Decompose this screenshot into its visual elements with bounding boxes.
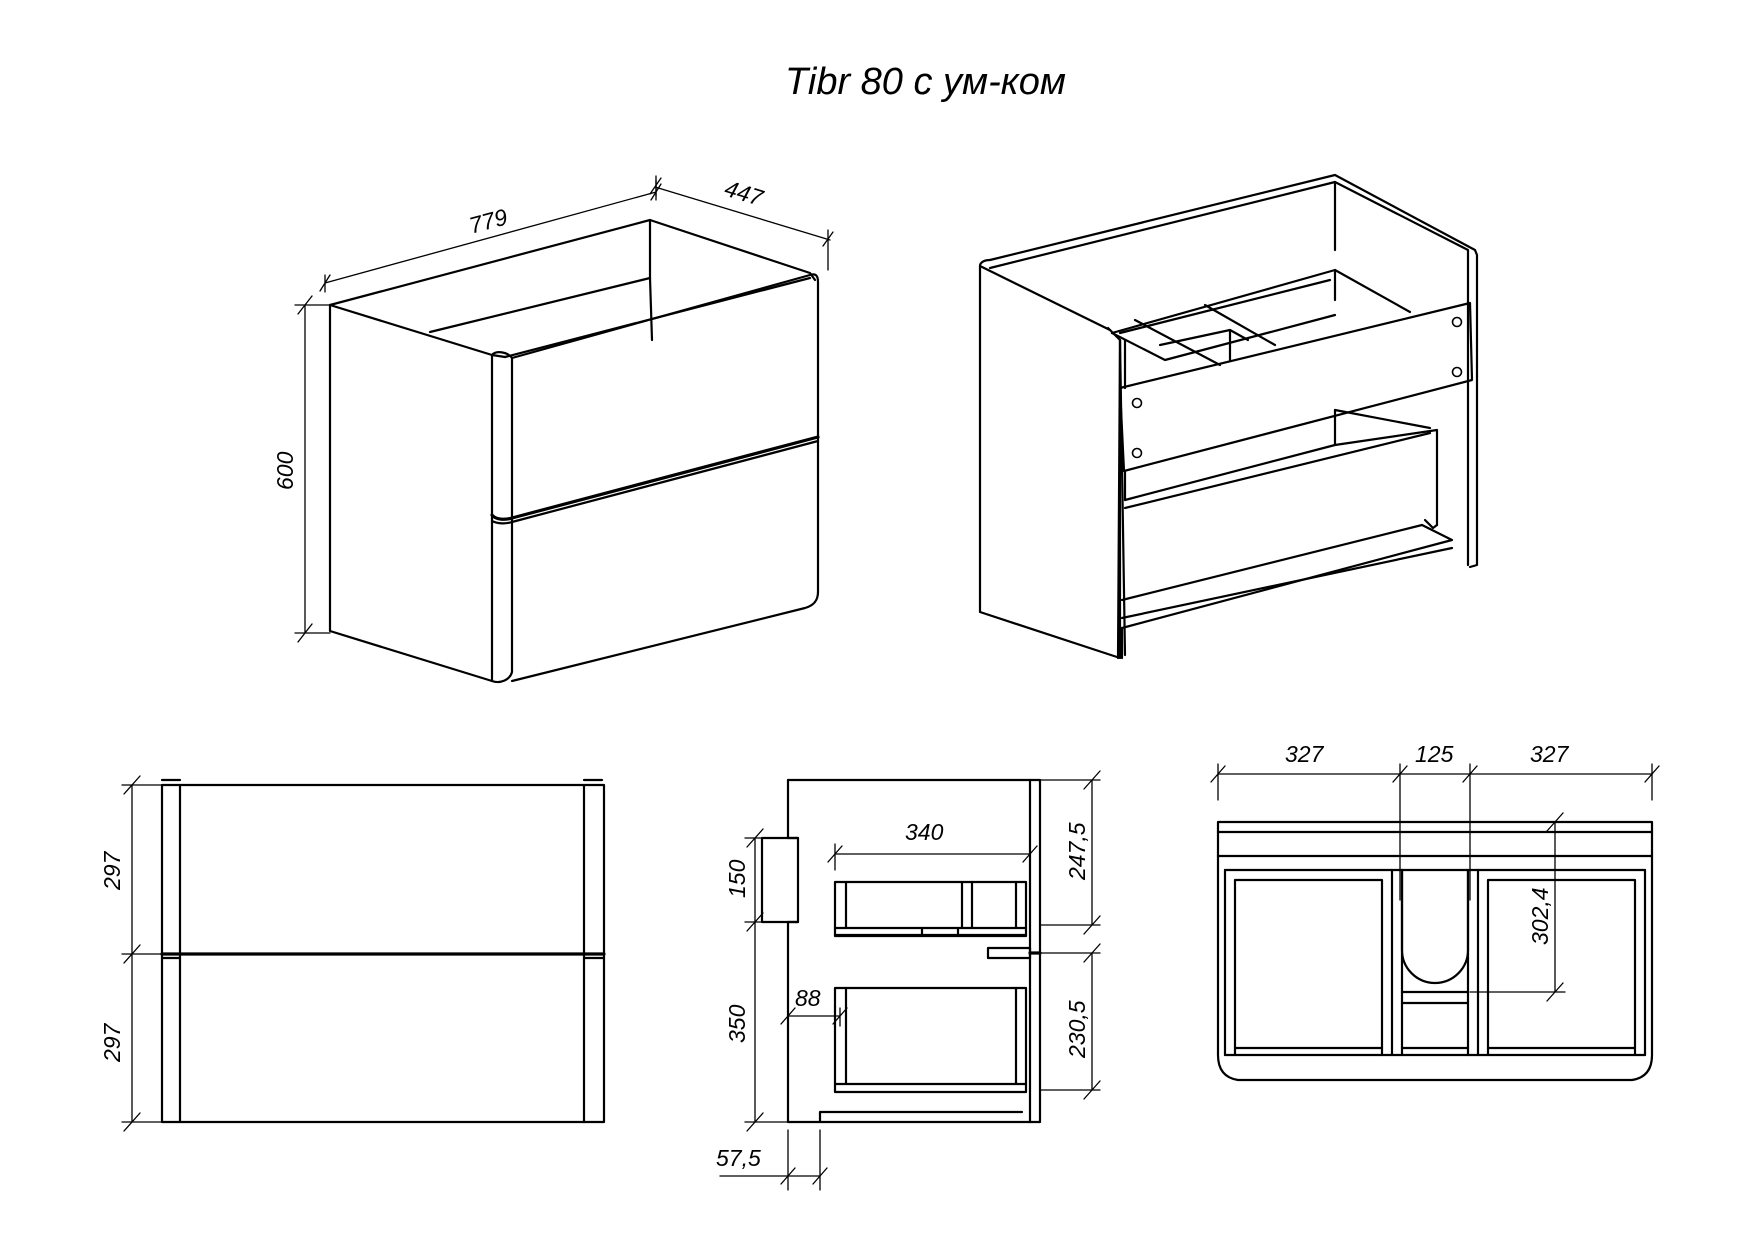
dim-label-230-5: 230,5 [1064,1000,1090,1059]
dim-label-150: 150 [724,859,750,898]
dim-label-297-bottom: 297 [99,1022,125,1063]
dim-label-125: 125 [1415,741,1454,767]
iso-dim-height: 600 [272,295,331,643]
dim-label-302-4: 302,4 [1527,887,1553,945]
dim-label-600: 600 [272,451,298,490]
dim-label-297-top: 297 [99,850,125,891]
dim-label-340: 340 [905,819,944,845]
iso-view-open [978,173,1479,660]
iso-dim-width: 779 [319,179,662,293]
dim-label-88: 88 [795,985,821,1011]
dim-label-350: 350 [724,1004,750,1043]
iso-view-closed [328,218,820,684]
dim-label-327-left: 327 [1285,741,1325,767]
drawing-title: Tibr 80 с ум-ком [785,61,1066,103]
dim-label-57-5: 57,5 [716,1145,761,1171]
top-view: 327 125 327 302,4 [1210,741,1660,1082]
side-section-view: 340 247,5 150 350 88 230,5 57,5 [716,770,1101,1191]
front-view: 297 297 [99,775,606,1132]
dim-label-447: 447 [722,175,767,211]
dim-label-327-right: 327 [1530,741,1570,767]
iso-dim-depth: 447 [649,175,834,271]
dim-label-247-5: 247,5 [1064,822,1090,881]
